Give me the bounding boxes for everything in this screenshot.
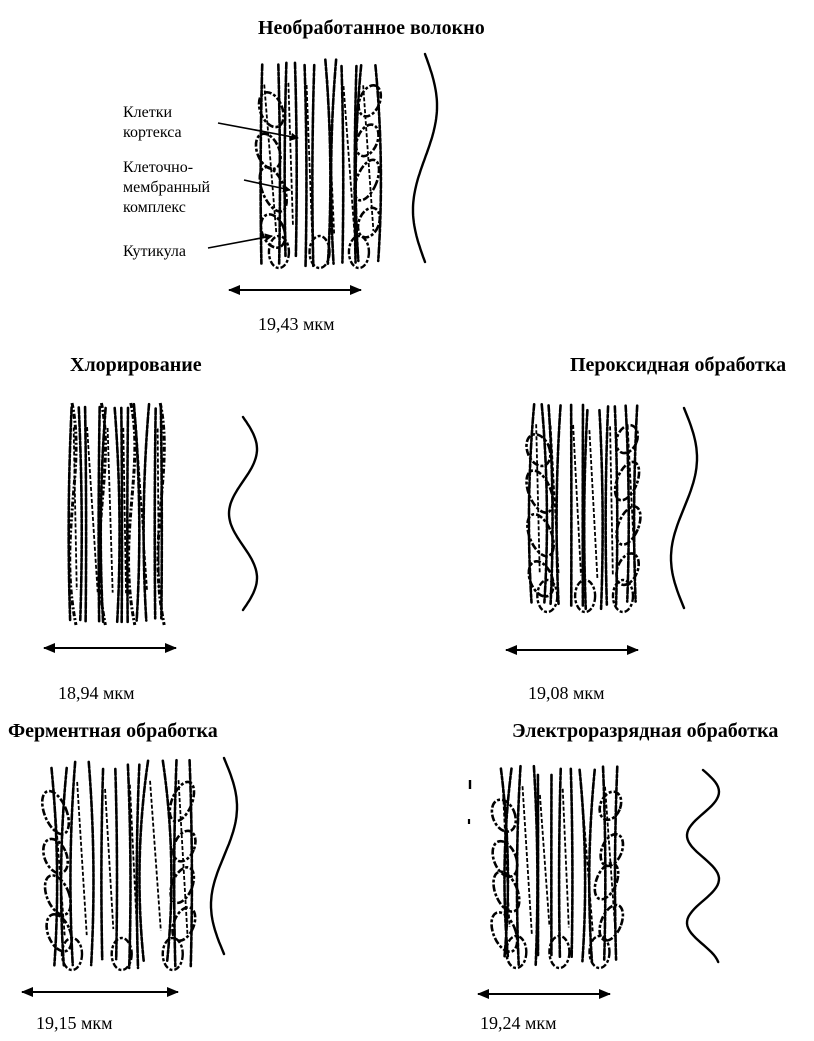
measurement-chlorination: 18,94 мкм [58,683,135,704]
measurement-peroxide: 19,08 мкм [528,683,605,704]
measurement-electro: 19,24 мкм [480,1013,557,1034]
measurement-untreated: 19,43 мкм [258,314,335,335]
measurement-enzyme: 19,15 мкм [36,1013,113,1034]
